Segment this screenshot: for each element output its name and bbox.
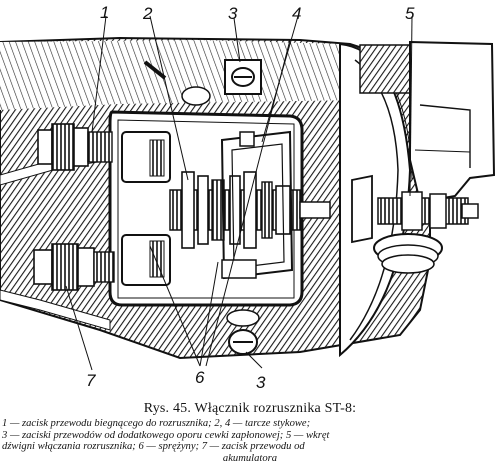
caption-line: 1 — zacisk przewodu biegnącego do rozrus… <box>2 418 311 429</box>
housing-end-cap <box>339 42 421 358</box>
callout-2: 2 <box>142 4 153 23</box>
callout-3-top: 3 <box>228 4 238 23</box>
callout-7: 7 <box>86 371 96 390</box>
top-terminal-screw <box>143 59 262 106</box>
callout-3-bottom: 3 <box>256 373 266 392</box>
starter-switch-illustration: 1 2 3 4 5 6 3 7 <box>0 3 496 392</box>
callout-5: 5 <box>405 4 415 23</box>
terminal-7 <box>33 243 115 291</box>
callout-1: 1 <box>100 3 109 22</box>
caption-line: 3 — zaciski przewodów od dodatkowego opo… <box>2 429 330 441</box>
caption-line: dźwigni włączania rozrusznika; 6 — spręż… <box>2 441 305 453</box>
terminal-1 <box>37 123 113 171</box>
left-contact-blocks <box>121 131 171 286</box>
figure-caption-legend: 1 — zacisk przewodu biegnącego do rozrus… <box>2 418 498 464</box>
bottom-terminal-screw <box>226 309 260 355</box>
callout-4: 4 <box>292 4 301 23</box>
caption-line: akumulatora <box>222 452 278 464</box>
contact-disc-stack <box>169 171 331 249</box>
contact-plate <box>220 130 294 280</box>
illustration-svg: 1 2 3 4 5 6 3 7 <box>0 3 496 392</box>
callout-6: 6 <box>195 368 205 387</box>
mounting-bracket <box>409 40 496 204</box>
figure-caption-title: Rys. 45. Włącznik rozrusznika ST-8: <box>143 401 357 416</box>
lever-screw-assembly <box>351 174 479 274</box>
leader-lines <box>65 15 413 371</box>
